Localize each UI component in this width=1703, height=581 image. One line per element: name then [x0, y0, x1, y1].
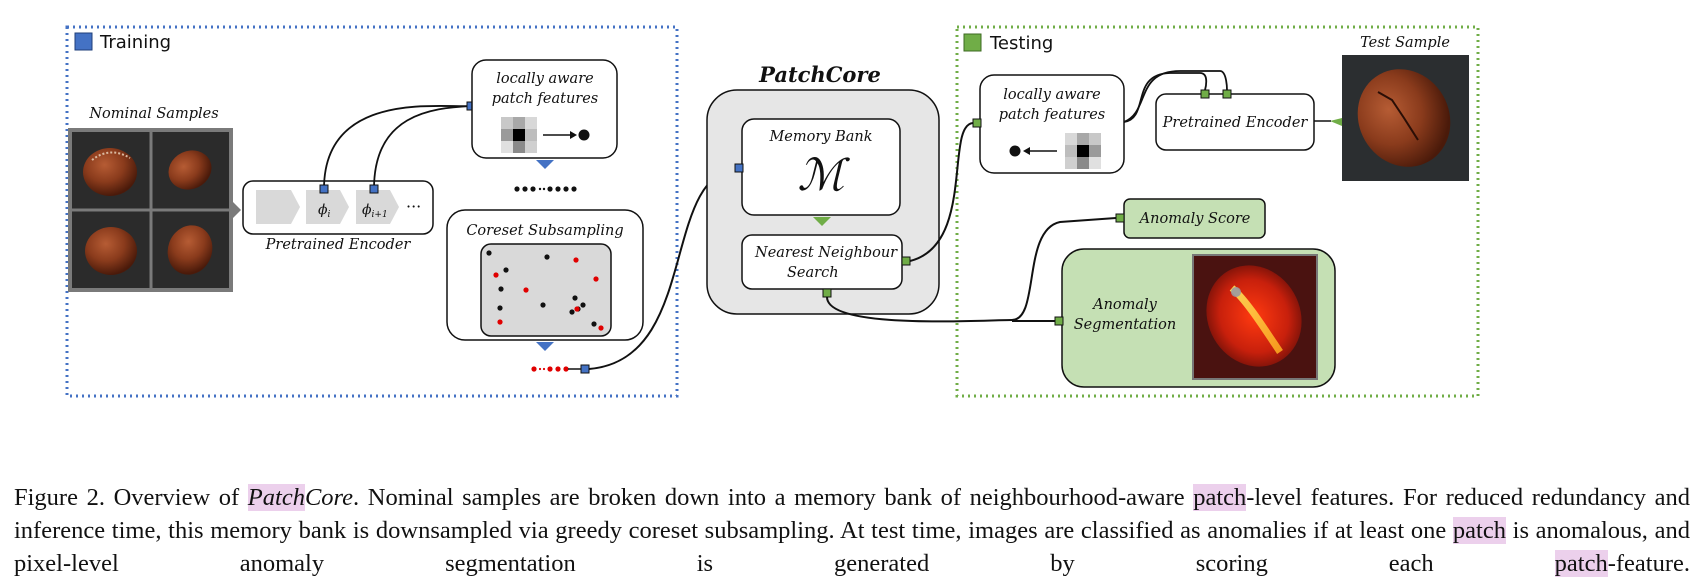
memory-bank-symbol: ℳ [797, 150, 850, 201]
caption-highlight: patch [1554, 549, 1608, 577]
testing-encoder: Pretrained Encoder [1155, 89, 1315, 151]
testing-label: Testing [989, 33, 1053, 54]
caption-text: is anomalous, and pixel-level anomaly se… [14, 516, 1690, 577]
nominal-sample-1 [83, 148, 137, 196]
encoder-ellipsis: ··· [406, 197, 421, 216]
training-section: Training Nominal Samples ϕi ϕi+1 ··· Pre… [65, 25, 679, 398]
nn-to-outputs-connector [826, 217, 1117, 323]
testing-encoder-label: Pretrained Encoder [1162, 115, 1309, 131]
testing-patch-grid [1065, 133, 1101, 169]
anomaly-segmentation: Anomaly Segmentation [1054, 248, 1336, 388]
encoder-to-patch-connector-2 [1123, 70, 1228, 123]
caption-text: classified as anomalies if at least one [1080, 516, 1453, 544]
caption-highlight: patch [1452, 516, 1506, 544]
caption-name-highlight: Patch [247, 483, 305, 511]
layer-connector-2 [373, 105, 472, 190]
training-encoder-label: Pretrained Encoder [265, 237, 412, 253]
down-arrow-3 [536, 342, 554, 351]
layer-connector-1 [323, 104, 472, 190]
caption-text: -level features. [1246, 483, 1395, 511]
anomaly-seg-line2: Segmentation [1074, 317, 1176, 333]
testing-patch-features-line1: locally aware [1003, 87, 1100, 103]
training-legend-square [74, 32, 93, 51]
training-patch-features-line2: patch features [492, 91, 599, 107]
caption-text: For reduced redundancy and inference tim… [14, 483, 1690, 544]
phi-i-label: ϕi [318, 202, 331, 220]
nominal-sample-3 [85, 227, 137, 275]
training-border [65, 25, 679, 398]
training-label: Training [99, 32, 171, 53]
nn-search-line2: Search [787, 265, 839, 281]
training-encoder: ϕi ϕi+1 ··· [242, 180, 434, 235]
memory-bank-label: Memory Bank [768, 129, 872, 145]
coreset-output-dots [531, 366, 569, 372]
phi-i1-label: ϕi+1 [362, 202, 388, 220]
testing-section: Testing locally aware patch features Pre… [909, 25, 1480, 398]
anomaly-score: Anomaly Score [1115, 198, 1266, 239]
testing-legend-square [963, 33, 982, 52]
caption-text: . Nominal samples are broken down into a… [353, 483, 1194, 511]
nominal-sample-4 [167, 225, 213, 275]
coreset-label: Coreset Subsampling [466, 223, 623, 239]
caption-figure-number: Figure 2. [14, 483, 105, 511]
nominal-samples-grid [68, 128, 241, 292]
testing-patch-features: locally aware patch features [972, 74, 1125, 174]
anomaly-score-label: Anomaly Score [1138, 211, 1251, 227]
coreset-subsampling: Coreset Subsampling [446, 209, 644, 341]
caption-highlight: patch [1193, 483, 1247, 511]
nn-to-patch-connector [909, 122, 974, 262]
caption-name: Core [304, 483, 354, 511]
anomaly-heatmap [1192, 254, 1318, 380]
test-sample-label: Test Sample [1360, 35, 1450, 51]
nn-search-line1: Nearest Neighbour [754, 245, 898, 261]
caption-text: -feature. [1607, 549, 1690, 577]
test-sample-image [1314, 55, 1469, 181]
anomaly-seg-line1: Anomaly [1091, 297, 1158, 313]
training-patch-features-line1: locally aware [496, 71, 593, 87]
nominal-sample-2 [168, 150, 212, 190]
training-patch-features: locally aware patch features [471, 59, 618, 159]
down-arrow-1 [536, 160, 554, 169]
training-patch-grid [501, 117, 537, 153]
patchcore-section: PatchCore Memory Bank ℳ Nearest Neighbou… [706, 62, 940, 315]
patchcore-title: PatchCore [758, 62, 881, 87]
caption-text: Overview of [104, 483, 248, 511]
testing-patch-features-line2: patch features [999, 107, 1106, 123]
feature-dots [514, 186, 577, 192]
nominal-samples-label: Nominal Samples [88, 106, 218, 122]
coreset-points-red [493, 257, 604, 331]
memory-down-arrow [813, 217, 831, 226]
figure-caption: Figure 2. Overview of PatchCore. Nominal… [14, 481, 1690, 580]
